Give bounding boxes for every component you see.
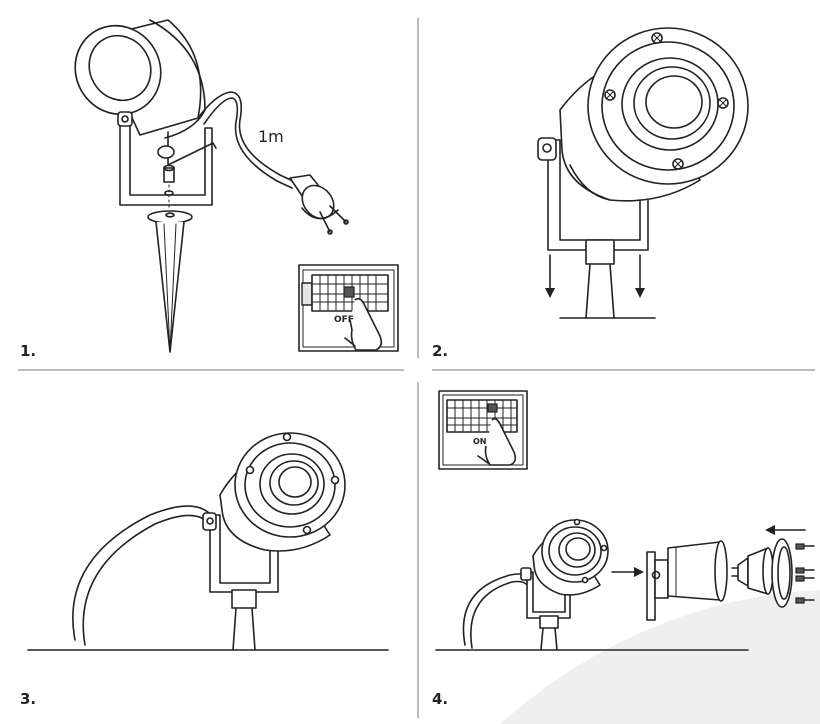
step4-screws bbox=[795, 543, 815, 604]
step2-lamp bbox=[537, 27, 749, 251]
step2-stem-nut bbox=[585, 239, 615, 265]
step-number: 2. bbox=[432, 342, 449, 360]
step4-bulb bbox=[731, 547, 774, 595]
step2-down-arrows bbox=[545, 254, 645, 298]
step4-switch-box: ON bbox=[438, 390, 528, 470]
step1-bracket bbox=[117, 111, 217, 211]
step3-cable bbox=[72, 505, 216, 641]
step1-lamp bbox=[74, 19, 206, 139]
step1-ground-spike bbox=[147, 210, 193, 353]
step-number: 1. bbox=[20, 342, 37, 360]
step4-front-cover bbox=[771, 538, 793, 608]
step1-switch-box: OFF bbox=[298, 264, 399, 352]
step1-plug bbox=[289, 174, 349, 235]
step4-exploded-housing bbox=[646, 540, 728, 621]
off-label: OFF bbox=[334, 315, 354, 325]
step-number: 3. bbox=[20, 690, 37, 708]
step3-lamp bbox=[202, 432, 346, 593]
step4-lamp bbox=[520, 518, 609, 619]
cable-length-label: 1m bbox=[258, 127, 284, 146]
step1-cable bbox=[197, 91, 296, 183]
step4-cable bbox=[462, 573, 531, 646]
step-number: 4. bbox=[432, 690, 449, 708]
on-label: ON bbox=[473, 437, 487, 446]
